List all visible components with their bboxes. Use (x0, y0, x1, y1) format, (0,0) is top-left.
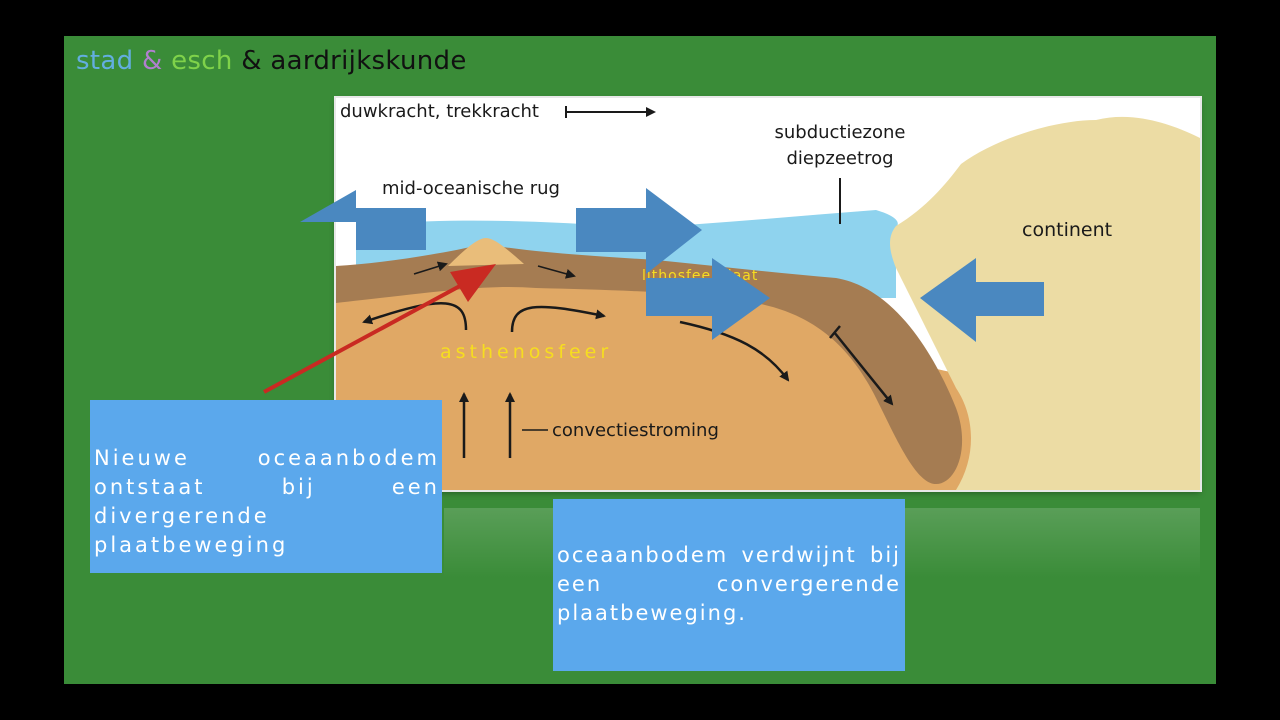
label-forces: duwkracht, trekkracht (340, 101, 539, 122)
ridge-right-small-arrow (537, 265, 576, 279)
plate-descent-tick (829, 325, 841, 339)
label-lithosphere-plate: lithosfeerplaat (642, 268, 758, 284)
ridge-crest (448, 238, 524, 266)
plate-tectonics-diagram: duwkracht, trekkracht subductiezone diep… (336, 98, 1200, 490)
label-asthenosphere: asthenosfeer (440, 341, 612, 363)
diagram-canvas: duwkracht, trekkracht subductiezone diep… (336, 101, 1200, 490)
diverging-info-box: Nieuwe oceaanbodem ontstaat bij een dive… (90, 400, 442, 573)
convection-right-curve (510, 305, 606, 333)
header-aardrijkskunde: & aardrijkskunde (241, 46, 467, 76)
label-subduction-zone: subductiezone (774, 122, 905, 143)
label-convection-current: convectiestroming (552, 420, 719, 441)
label-continent: continent (1022, 219, 1112, 241)
continent-landmass (890, 116, 1200, 490)
converging-info-box: oceaanbodem verdwijnt bij een convergere… (553, 499, 905, 671)
lithosphere-plate (336, 244, 963, 484)
header-stad: stad (76, 46, 134, 76)
channel-header: stad & esch & aardrijkskunde (76, 46, 467, 76)
plate-descent-arrow (833, 331, 894, 406)
header-esch: esch (171, 46, 233, 76)
label-trench: diepzeetrog (786, 148, 893, 169)
slide: stad & esch & aardrijkskunde (64, 36, 1216, 684)
header-ampersand: & (141, 46, 163, 76)
label-mid-ocean-ridge: mid-oceanische rug (382, 178, 560, 199)
